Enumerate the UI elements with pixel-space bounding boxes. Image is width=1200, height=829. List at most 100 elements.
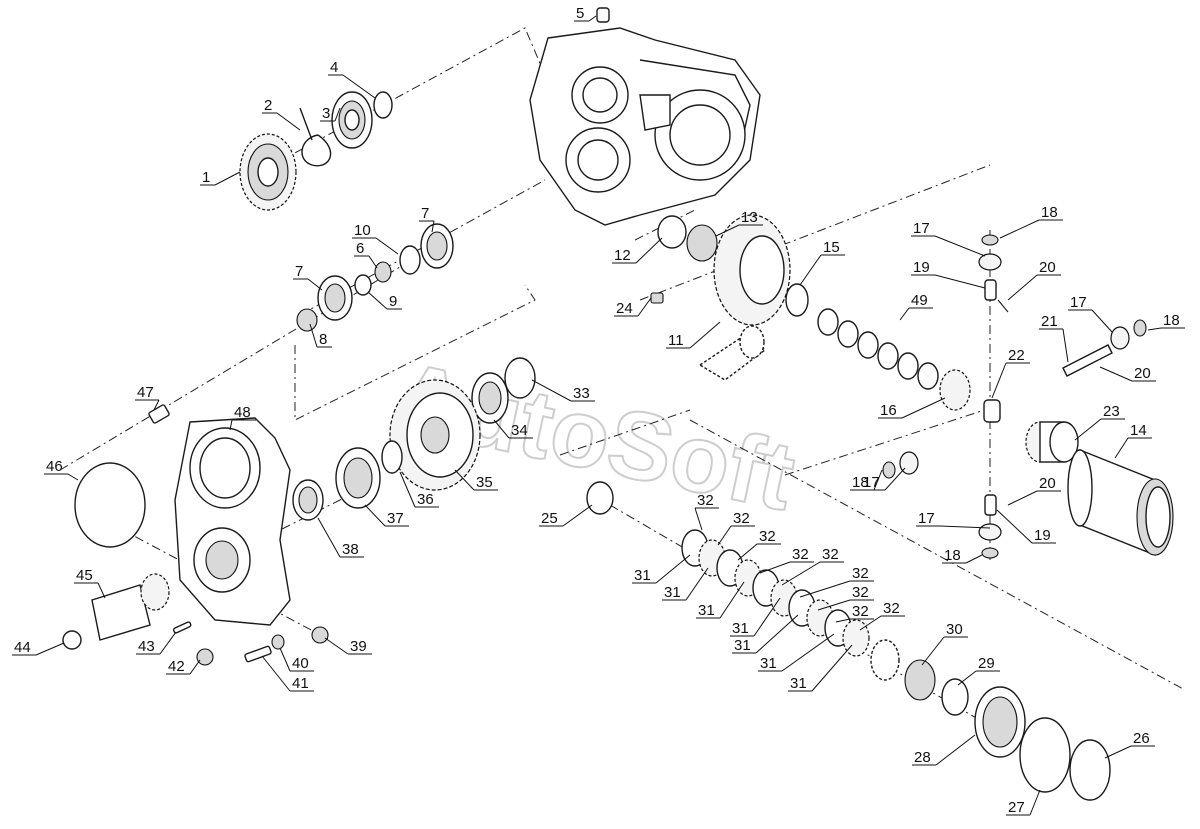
snap-ring-29 [941, 678, 969, 716]
washer-18-top [981, 234, 999, 246]
callout-label: 44 [14, 639, 31, 656]
callout-leader [531, 379, 572, 402]
bearing-34 [471, 372, 509, 424]
callout-label: 32 [759, 528, 776, 545]
callout-leader [189, 659, 201, 675]
callout-leader [921, 636, 945, 666]
callout-leader [999, 219, 1040, 239]
callout-leader [759, 561, 791, 574]
callout-label: 7 [295, 263, 303, 280]
callout-leader [685, 567, 709, 601]
callout-leader [694, 507, 703, 531]
callout-leader [367, 291, 388, 310]
callout-leader [884, 467, 906, 491]
callout-leader [859, 615, 882, 631]
callout-leader [799, 254, 822, 286]
callout-label: 5 [576, 5, 584, 22]
callout-leader [755, 614, 799, 654]
shaft-21 [1062, 344, 1113, 377]
washer-40 [271, 634, 285, 650]
callout-label: 37 [387, 510, 404, 527]
callout-label: 13 [741, 209, 758, 226]
callout-label: 12 [614, 247, 631, 264]
callout-label: 19 [1034, 527, 1051, 544]
callout-label: 20 [1134, 365, 1151, 382]
nut-39 [311, 626, 329, 644]
spring-clip-2 [299, 107, 332, 167]
callout-leader [635, 237, 663, 264]
callout-label: 20 [1039, 259, 1056, 276]
washer-18-bottom [981, 547, 999, 559]
callout-label: 39 [350, 638, 367, 655]
callout-leader [364, 504, 386, 527]
callout-label: 15 [823, 239, 840, 256]
pinion-17-right [1110, 326, 1130, 350]
callout-leader [835, 618, 851, 623]
callout-label: 32 [852, 584, 869, 601]
ring-26 [1069, 739, 1111, 801]
callout-leader [229, 419, 233, 431]
callout-leader [1062, 328, 1069, 363]
ring-12 [657, 215, 687, 249]
callout-label: 17 [863, 474, 880, 491]
nut-8 [296, 308, 318, 332]
callout-leader [781, 633, 835, 672]
callout-label: 16 [880, 402, 897, 419]
callout-leader [817, 599, 851, 611]
callout-leader [279, 647, 291, 672]
callout-label: 17 [913, 220, 930, 237]
callout-label: 7 [421, 205, 429, 222]
ring-10 [399, 245, 421, 275]
callout-label: 36 [417, 491, 434, 508]
callout-leader [996, 509, 1033, 544]
callout-label: 32 [883, 600, 900, 617]
callout-leader [342, 74, 376, 99]
gearbox-housing [529, 7, 761, 226]
callout-label: 4 [330, 59, 338, 76]
callout-label: 34 [511, 422, 528, 439]
callout-leader [753, 597, 781, 637]
callout-leader [1114, 437, 1129, 459]
snap-ring-4 [373, 91, 393, 119]
callout-label: 41 [292, 675, 309, 692]
callout-leader [781, 561, 821, 586]
callout-leader [153, 399, 160, 411]
callout-leader [307, 278, 323, 291]
callout-label: 30 [946, 621, 963, 638]
seal-33 [504, 357, 536, 399]
yoke-45 [91, 573, 170, 641]
callout-leader [965, 554, 983, 564]
washer-18-left [882, 461, 896, 479]
callout-leader [493, 419, 510, 439]
callout-label: 2 [264, 97, 272, 114]
pin-19-bottom [984, 494, 997, 516]
snap-ring-36 [381, 440, 403, 474]
callout-label: 10 [354, 222, 371, 239]
callout-leader [689, 321, 721, 349]
callout-label: 25 [541, 510, 558, 527]
callout-label: 32 [852, 603, 869, 620]
callout-label: 33 [573, 385, 590, 402]
callout-leader [1104, 745, 1132, 759]
callout-leader [1147, 327, 1162, 331]
callout-leader [97, 582, 106, 599]
bearing-7-upper [420, 223, 454, 269]
callout-label: 22 [1008, 347, 1025, 364]
callout-label: 20 [1039, 475, 1056, 492]
washer-18-right [1133, 319, 1147, 337]
callout-label: 31 [734, 637, 751, 654]
callout-label: 40 [292, 655, 309, 672]
cover-48 [174, 417, 291, 626]
callout-label: 1 [202, 169, 210, 186]
callout-leader [1007, 490, 1038, 506]
callout-label: 31 [760, 655, 777, 672]
callout-label: 35 [476, 474, 493, 491]
hub-23 [1025, 421, 1079, 463]
callout-leader [637, 297, 652, 317]
callout-leader [454, 469, 475, 491]
pinion-17-bottom [978, 523, 1002, 541]
bearing-37 [335, 447, 381, 509]
callout-leader [1029, 789, 1041, 816]
callout-leader [901, 397, 946, 419]
